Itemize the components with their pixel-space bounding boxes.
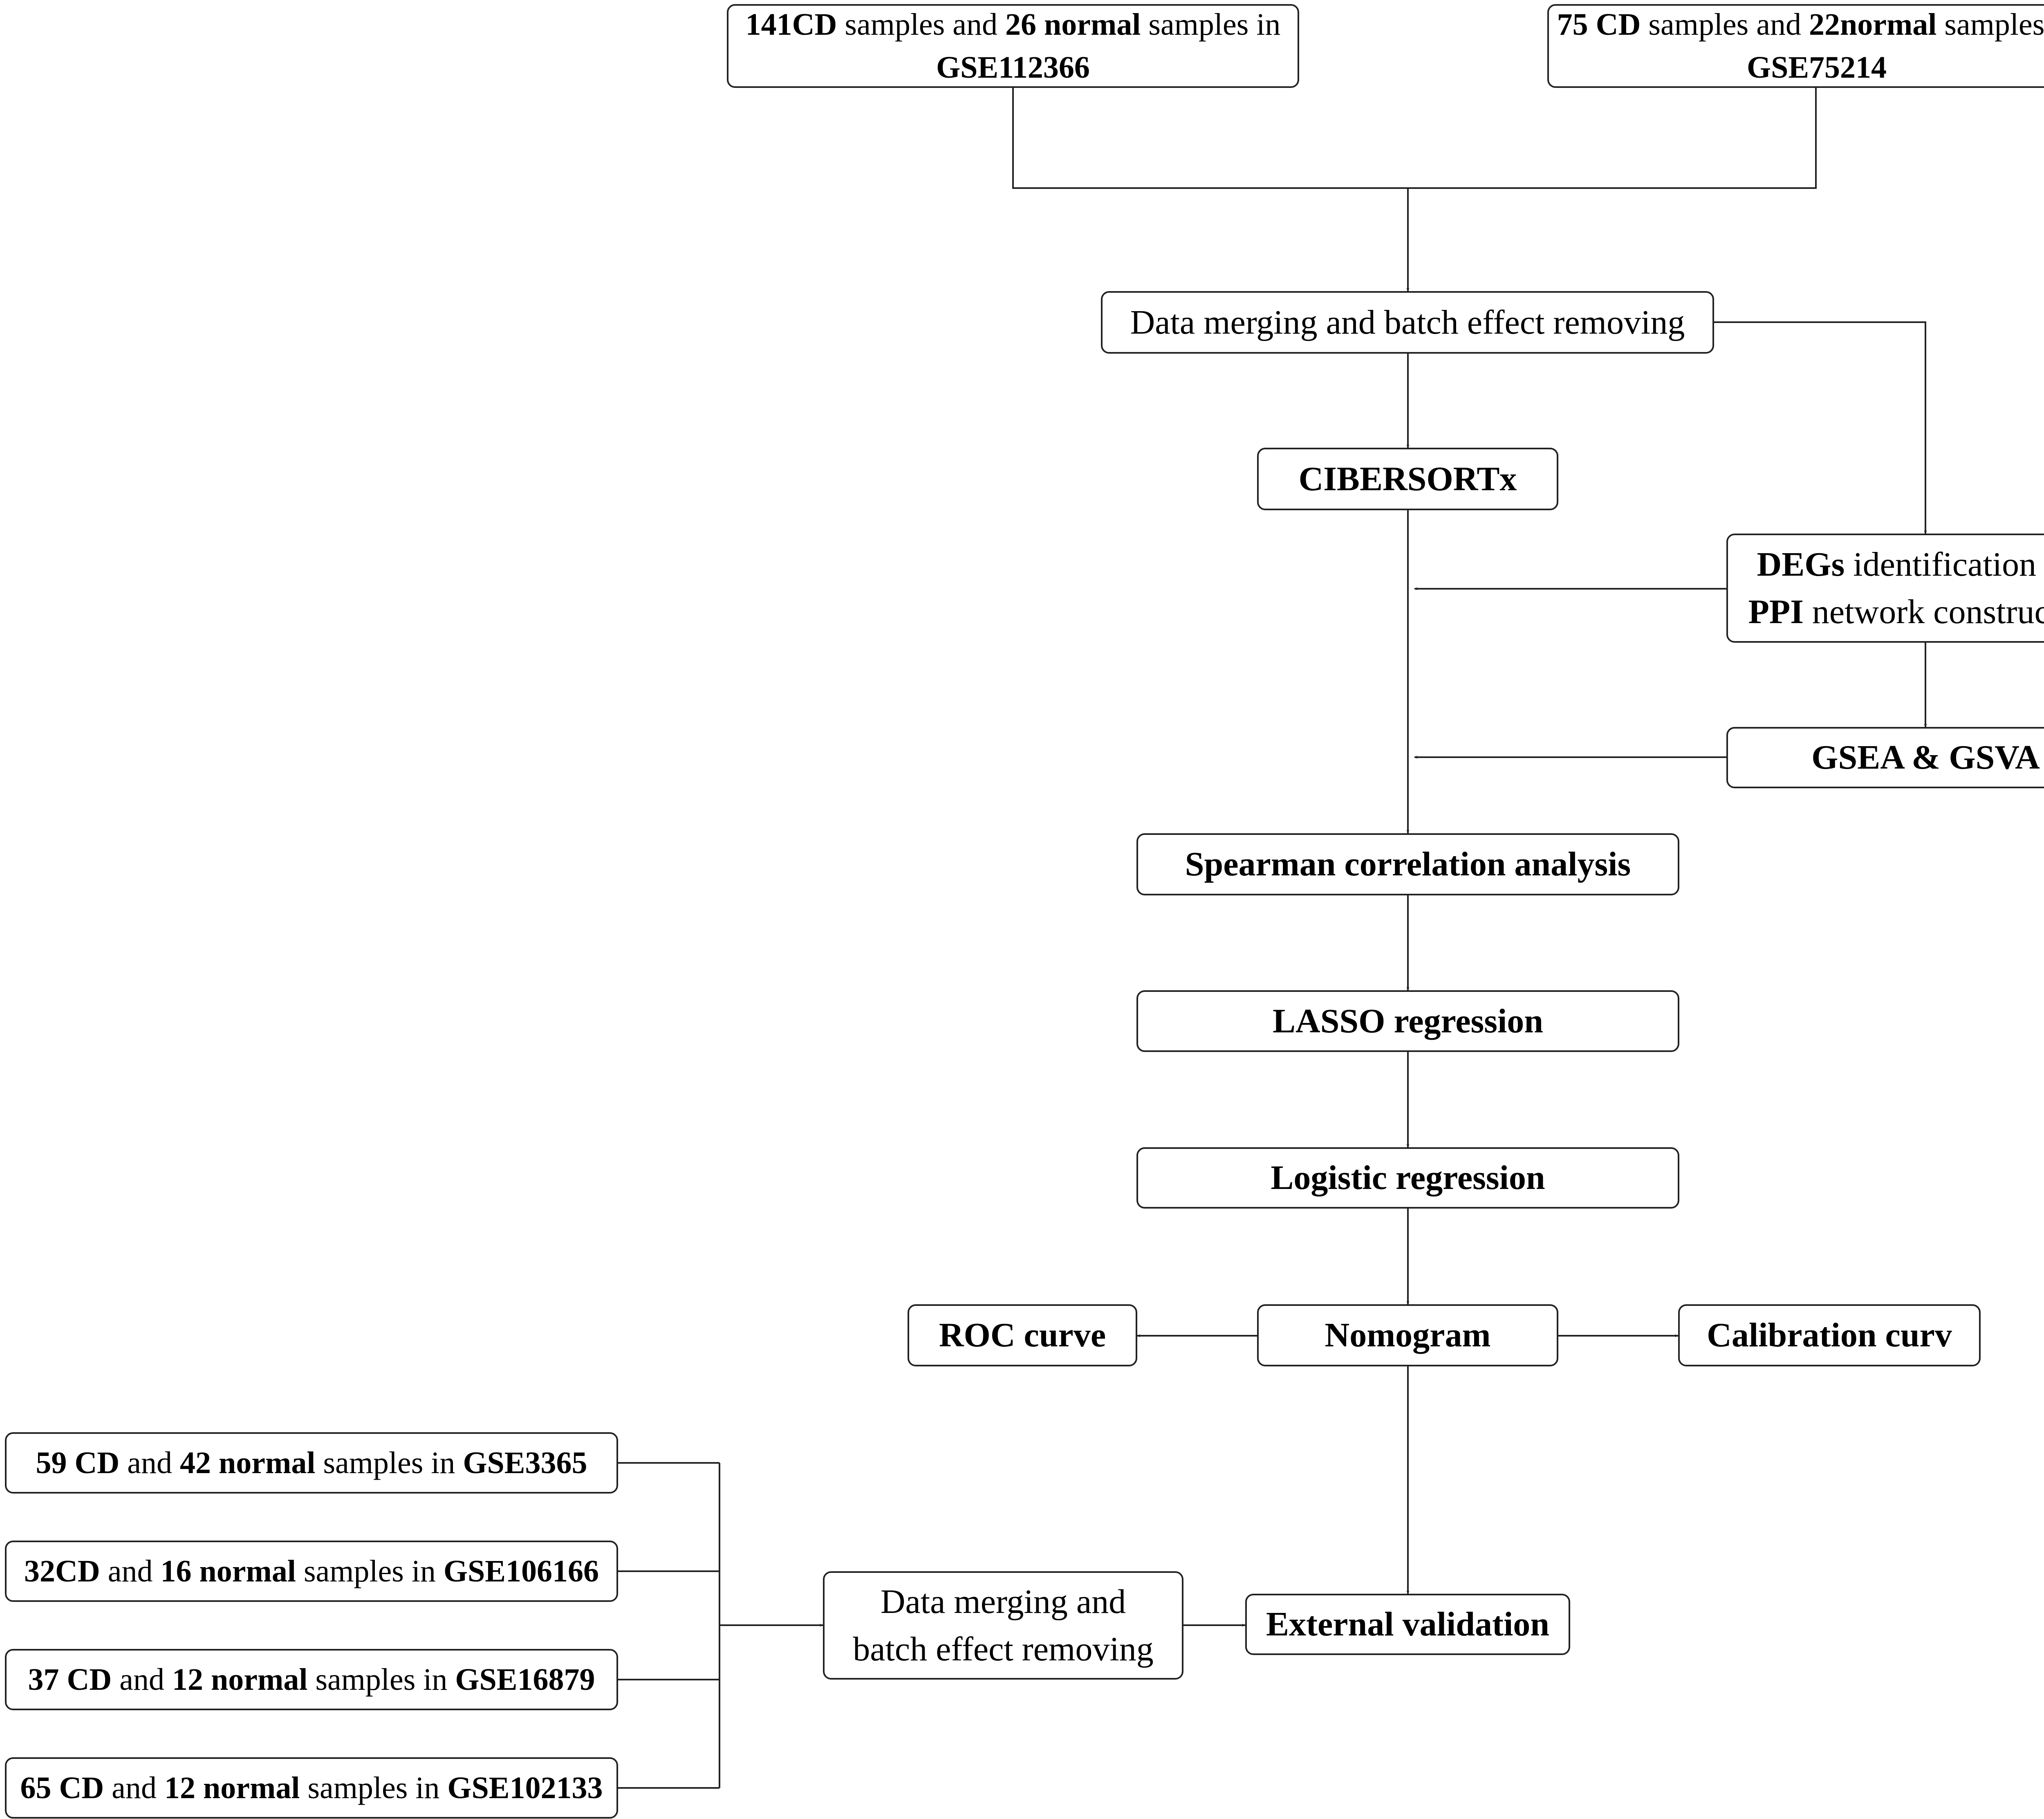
degs-term: DEGs xyxy=(1757,545,1845,583)
gse16879-cd-count: 37 CD xyxy=(28,1662,112,1697)
external-validation-box: External validation xyxy=(1245,1594,1570,1655)
merge-validation-box: Data merging and batch effect removing xyxy=(823,1571,1183,1680)
lasso-box: LASSO regression xyxy=(1136,990,1679,1052)
gse112366-normal-count: 26 normal xyxy=(1005,7,1141,42)
gse3365-normal-count: 42 normal xyxy=(180,1445,316,1480)
gse75214-text-a: samples and xyxy=(1641,7,1809,42)
merge-validation-line2: batch effect removing xyxy=(853,1630,1154,1668)
ppi-term: PPI xyxy=(1748,592,1804,631)
calibration-curve-box: Calibration curv xyxy=(1678,1304,1981,1366)
logistic-box: Logistic regression xyxy=(1136,1147,1679,1209)
gse3365-text-a: and xyxy=(119,1445,180,1480)
dataset-gse3365-box: 59 CD and 42 normal samples in GSE3365 xyxy=(5,1432,618,1494)
dataset-gse112366-box: 141CD samples and 26 normal samples in G… xyxy=(727,4,1299,88)
merge-main-box: Data merging and batch effect removing xyxy=(1101,291,1714,354)
arrow-merge-to-degs xyxy=(1714,321,1927,534)
degs-text: identification and xyxy=(1853,545,2044,583)
gse75214-normal-count: 22normal xyxy=(1809,7,1937,42)
gse16879-id: GSE16879 xyxy=(455,1662,595,1697)
roc-curve-label: ROC curve xyxy=(939,1316,1106,1355)
gse16879-normal-count: 12 normal xyxy=(172,1662,308,1697)
gse75214-id: GSE75214 xyxy=(1746,50,1887,85)
external-validation-label: External validation xyxy=(1266,1605,1550,1644)
gse112366-cd-count: 141CD xyxy=(745,7,837,42)
gse3365-id: GSE3365 xyxy=(463,1445,587,1480)
gse102133-text-a: and xyxy=(104,1770,165,1805)
gse106166-id: GSE106166 xyxy=(443,1554,599,1588)
connector-gse112366-join xyxy=(1012,88,1408,189)
gse75214-cd-count: 75 CD xyxy=(1557,7,1641,42)
nomogram-box: Nomogram xyxy=(1257,1304,1558,1366)
gse112366-text-a: samples and xyxy=(837,7,1005,42)
dataset-gse16879-box: 37 CD and 12 normal samples in GSE16879 xyxy=(5,1649,618,1710)
spearman-box: Spearman correlation analysis xyxy=(1136,833,1679,895)
gse106166-cd-count: 32CD xyxy=(24,1554,100,1588)
gse16879-text-b: samples in xyxy=(307,1662,455,1697)
roc-curve-box: ROC curve xyxy=(908,1304,1137,1366)
dataset-gse106166-box: 32CD and 16 normal samples in GSE106166 xyxy=(5,1541,618,1602)
lasso-label: LASSO regression xyxy=(1273,1002,1543,1040)
dataset-gse102133-box: 65 CD and 12 normal samples in GSE102133 xyxy=(5,1757,618,1819)
gse3365-text-b: samples in xyxy=(315,1445,463,1480)
degs-box: DEGs identification and PPI network cons… xyxy=(1726,534,2044,643)
spearman-label: Spearman correlation analysis xyxy=(1185,845,1631,884)
calibration-curve-label: Calibration curv xyxy=(1707,1316,1952,1355)
nomogram-label: Nomogram xyxy=(1325,1316,1491,1355)
connector-gse75214-join xyxy=(1408,88,1817,189)
gsea-gsva-box: GSEA & GSVA xyxy=(1726,727,2044,788)
gse102133-text-b: samples in xyxy=(300,1770,448,1805)
dataset-gse75214-box: 75 CD samples and 22normal samples in GS… xyxy=(1547,4,2044,88)
gse75214-text-b: samples in xyxy=(1944,7,2044,42)
gse106166-text-b: samples in xyxy=(296,1554,444,1588)
merge-main-label: Data merging and batch effect removing xyxy=(1130,303,1685,341)
ppi-text: network construciton xyxy=(1812,592,2044,631)
merge-validation-line1: Data merging and xyxy=(880,1582,1126,1621)
gse102133-id: GSE102133 xyxy=(447,1770,603,1805)
cibersortx-label: CIBERSORTx xyxy=(1298,460,1517,498)
gse106166-normal-count: 16 normal xyxy=(160,1554,296,1588)
gse102133-cd-count: 65 CD xyxy=(20,1770,104,1805)
gsea-gsva-label: GSEA & GSVA xyxy=(1811,738,2040,777)
gse106166-text-a: and xyxy=(100,1554,161,1588)
gse102133-normal-count: 12 normal xyxy=(164,1770,300,1805)
gse16879-text-a: and xyxy=(112,1662,173,1697)
cibersortx-box: CIBERSORTx xyxy=(1257,448,1558,510)
logistic-label: Logistic regression xyxy=(1271,1159,1545,1197)
gse112366-text-b: samples in xyxy=(1141,7,1281,42)
gse112366-id: GSE112366 xyxy=(936,50,1090,85)
gse3365-cd-count: 59 CD xyxy=(36,1445,120,1480)
